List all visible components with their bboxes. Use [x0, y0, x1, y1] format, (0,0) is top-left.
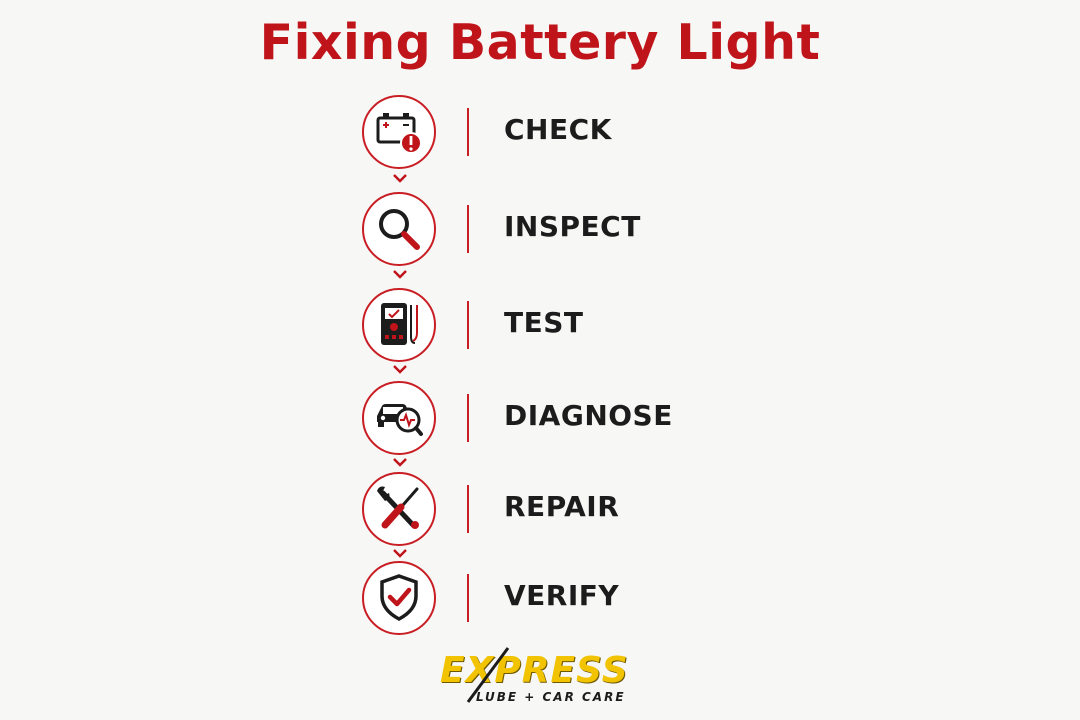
magnifying-glass-icon [379, 209, 420, 250]
step-divider [467, 301, 469, 349]
chevron-down-icon [393, 174, 407, 183]
step-icon-circle [362, 472, 436, 546]
chevron-down-icon [393, 458, 407, 467]
step-icon-circle [362, 95, 436, 169]
chevron-down-icon [393, 365, 407, 374]
logo-wordmark: EXPRESS [440, 650, 629, 691]
step-diagnose: DIAGNOSE [362, 381, 782, 461]
step-divider [467, 205, 469, 253]
express-logo: EXPRESS LUBE + CAR CARE [436, 647, 646, 712]
step-divider [467, 485, 469, 533]
step-icon-circle [362, 288, 436, 362]
chevron-down-icon [393, 270, 407, 279]
step-divider [467, 574, 469, 622]
step-repair: REPAIR [362, 472, 782, 552]
step-label-diagnose: DIAGNOSE [504, 399, 673, 432]
step-divider [467, 394, 469, 442]
step-verify: VERIFY [362, 561, 782, 641]
page-title: Fixing Battery Light [259, 14, 821, 71]
battery-warning-icon [376, 113, 422, 154]
chevron-down-icon [393, 549, 407, 558]
step-check: CHECK [362, 95, 782, 175]
wrench-screwdriver-icon [377, 486, 419, 529]
logo-tagline: LUBE + CAR CARE [476, 690, 626, 704]
car-diagnostic-icon [377, 404, 423, 436]
step-label-check: CHECK [504, 113, 612, 146]
step-label-repair: REPAIR [504, 490, 620, 523]
step-label-inspect: INSPECT [504, 210, 641, 243]
logo-slash-mark [466, 647, 510, 703]
multimeter-icon [381, 303, 418, 345]
step-label-verify: VERIFY [504, 579, 620, 612]
step-divider [467, 108, 469, 156]
step-test: TEST [362, 288, 782, 368]
step-icon-circle [362, 561, 436, 635]
step-inspect: INSPECT [362, 192, 782, 272]
step-icon-circle [362, 381, 436, 455]
step-icon-circle [362, 192, 436, 266]
shield-check-icon [380, 574, 418, 621]
step-label-test: TEST [504, 306, 584, 339]
